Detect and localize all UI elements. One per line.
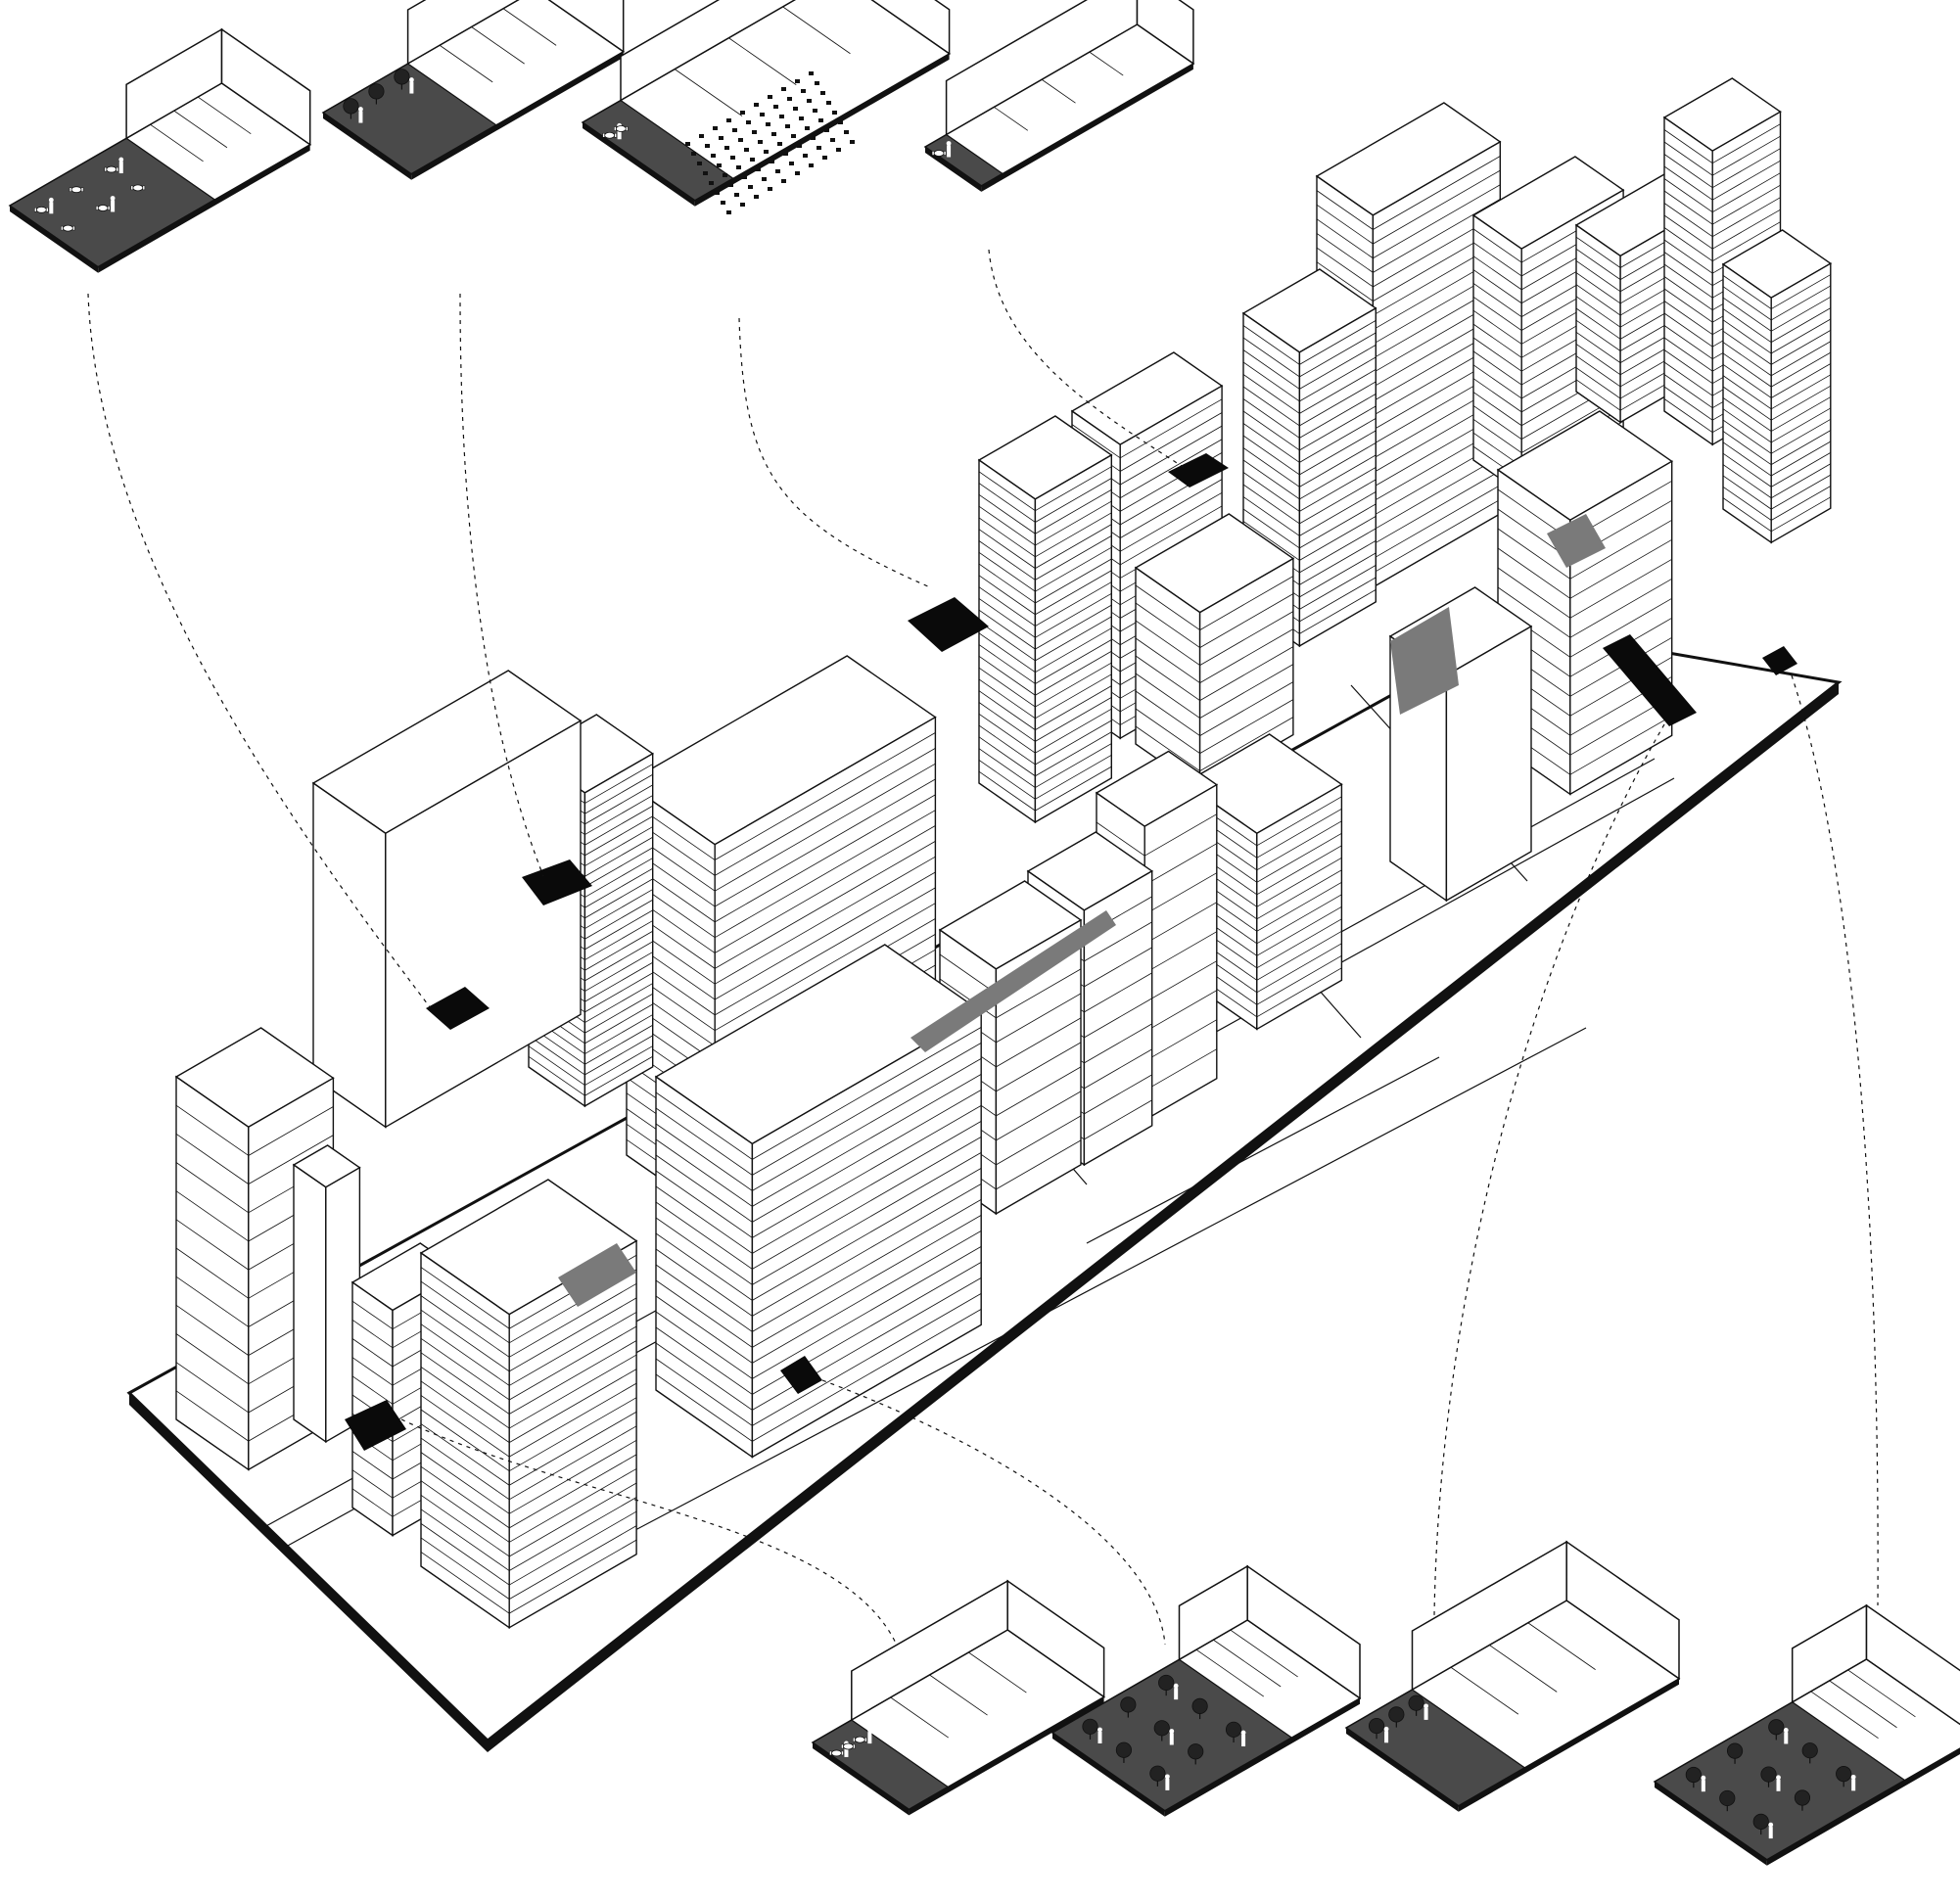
highlight-block-office xyxy=(345,1400,406,1451)
tree-icon xyxy=(1801,1742,1818,1764)
leader-lines xyxy=(87,249,1879,1675)
table-icon xyxy=(130,184,146,192)
vignette-park-plaza xyxy=(1050,1564,1362,1817)
table-icon xyxy=(61,224,75,232)
person-icon xyxy=(1776,1775,1781,1791)
tree-icon xyxy=(1120,1696,1137,1718)
tree-icon xyxy=(1188,1743,1204,1765)
building-22 xyxy=(419,1179,638,1630)
highlighted-program-blocks xyxy=(345,453,1797,1451)
highlight-block-garden xyxy=(1762,646,1797,675)
vignette-office-floor xyxy=(811,1579,1105,1816)
tree-icon xyxy=(1719,1789,1736,1812)
person-icon xyxy=(110,196,116,212)
person-icon xyxy=(866,1727,872,1744)
building-9 xyxy=(977,415,1113,824)
highlight-block-cafe xyxy=(426,987,490,1030)
tree-icon xyxy=(1225,1721,1242,1743)
table-icon xyxy=(104,165,119,173)
person-icon xyxy=(408,77,414,94)
vignette-courtyard-workspace xyxy=(321,0,626,180)
person-icon xyxy=(1423,1703,1428,1720)
person-icon xyxy=(1701,1775,1706,1792)
person-icon xyxy=(1097,1727,1102,1743)
table-icon xyxy=(614,125,629,132)
highlight-block-residential xyxy=(1168,453,1229,487)
highlight-block-courtyard xyxy=(522,859,592,905)
tree-icon xyxy=(1794,1789,1811,1811)
table-icon xyxy=(829,1749,844,1757)
tree-icon xyxy=(1115,1741,1133,1763)
tree-icon xyxy=(1685,1766,1702,1788)
tree-icon xyxy=(368,83,385,105)
person-icon xyxy=(358,107,363,123)
tree-icon xyxy=(1760,1766,1777,1787)
vignette-residential-units xyxy=(923,0,1195,192)
tree-icon xyxy=(343,98,359,119)
tree-icon xyxy=(394,69,410,90)
table-icon xyxy=(95,205,111,211)
tree-icon xyxy=(1153,1720,1170,1741)
tree-icon xyxy=(1158,1674,1175,1696)
person-icon xyxy=(1169,1729,1175,1745)
person-icon xyxy=(1164,1774,1170,1790)
tree-icon xyxy=(1388,1706,1405,1728)
person-icon xyxy=(48,197,54,214)
highlight-block-park xyxy=(780,1356,822,1394)
program-vignettes xyxy=(8,0,1960,1866)
person-icon xyxy=(1383,1726,1389,1743)
table-icon xyxy=(853,1736,867,1743)
tree-icon xyxy=(1726,1742,1744,1764)
person-icon xyxy=(1240,1730,1246,1747)
building-20 xyxy=(292,1144,361,1444)
tree-icon xyxy=(1836,1766,1852,1787)
tree-icon xyxy=(1408,1694,1424,1716)
table-icon xyxy=(69,186,84,194)
vignette-garden-terrace xyxy=(1653,1603,1960,1866)
tree-icon xyxy=(1368,1717,1385,1740)
person-icon xyxy=(1768,1822,1774,1839)
table-icon xyxy=(34,206,49,213)
building-8 xyxy=(1134,513,1295,790)
table-icon xyxy=(841,1742,856,1750)
table-icon xyxy=(602,131,617,139)
vignette-auditorium xyxy=(581,0,951,207)
highlight-block-auditorium xyxy=(908,597,989,652)
person-icon xyxy=(1173,1683,1179,1700)
vignette-library-atrium xyxy=(1344,1540,1681,1812)
person-icon xyxy=(946,141,952,158)
building-23 xyxy=(654,944,983,1459)
person-icon xyxy=(1783,1728,1789,1744)
person-icon xyxy=(118,157,124,174)
person-icon xyxy=(1850,1774,1856,1791)
tree-icon xyxy=(1768,1719,1785,1741)
building-5 xyxy=(1721,229,1833,544)
tree-icon xyxy=(1149,1765,1166,1787)
tree-icon xyxy=(1191,1697,1208,1720)
highlight-block-library xyxy=(1603,634,1697,726)
building-18 xyxy=(311,670,583,1129)
vignette-cafe-terrace xyxy=(8,27,312,273)
tree-icon xyxy=(1752,1813,1769,1835)
courtyard-voids xyxy=(558,514,1606,1307)
building-massing xyxy=(174,77,1833,1630)
auditorium-seating xyxy=(685,71,855,214)
table-icon xyxy=(931,150,947,157)
tree-icon xyxy=(1082,1718,1098,1740)
